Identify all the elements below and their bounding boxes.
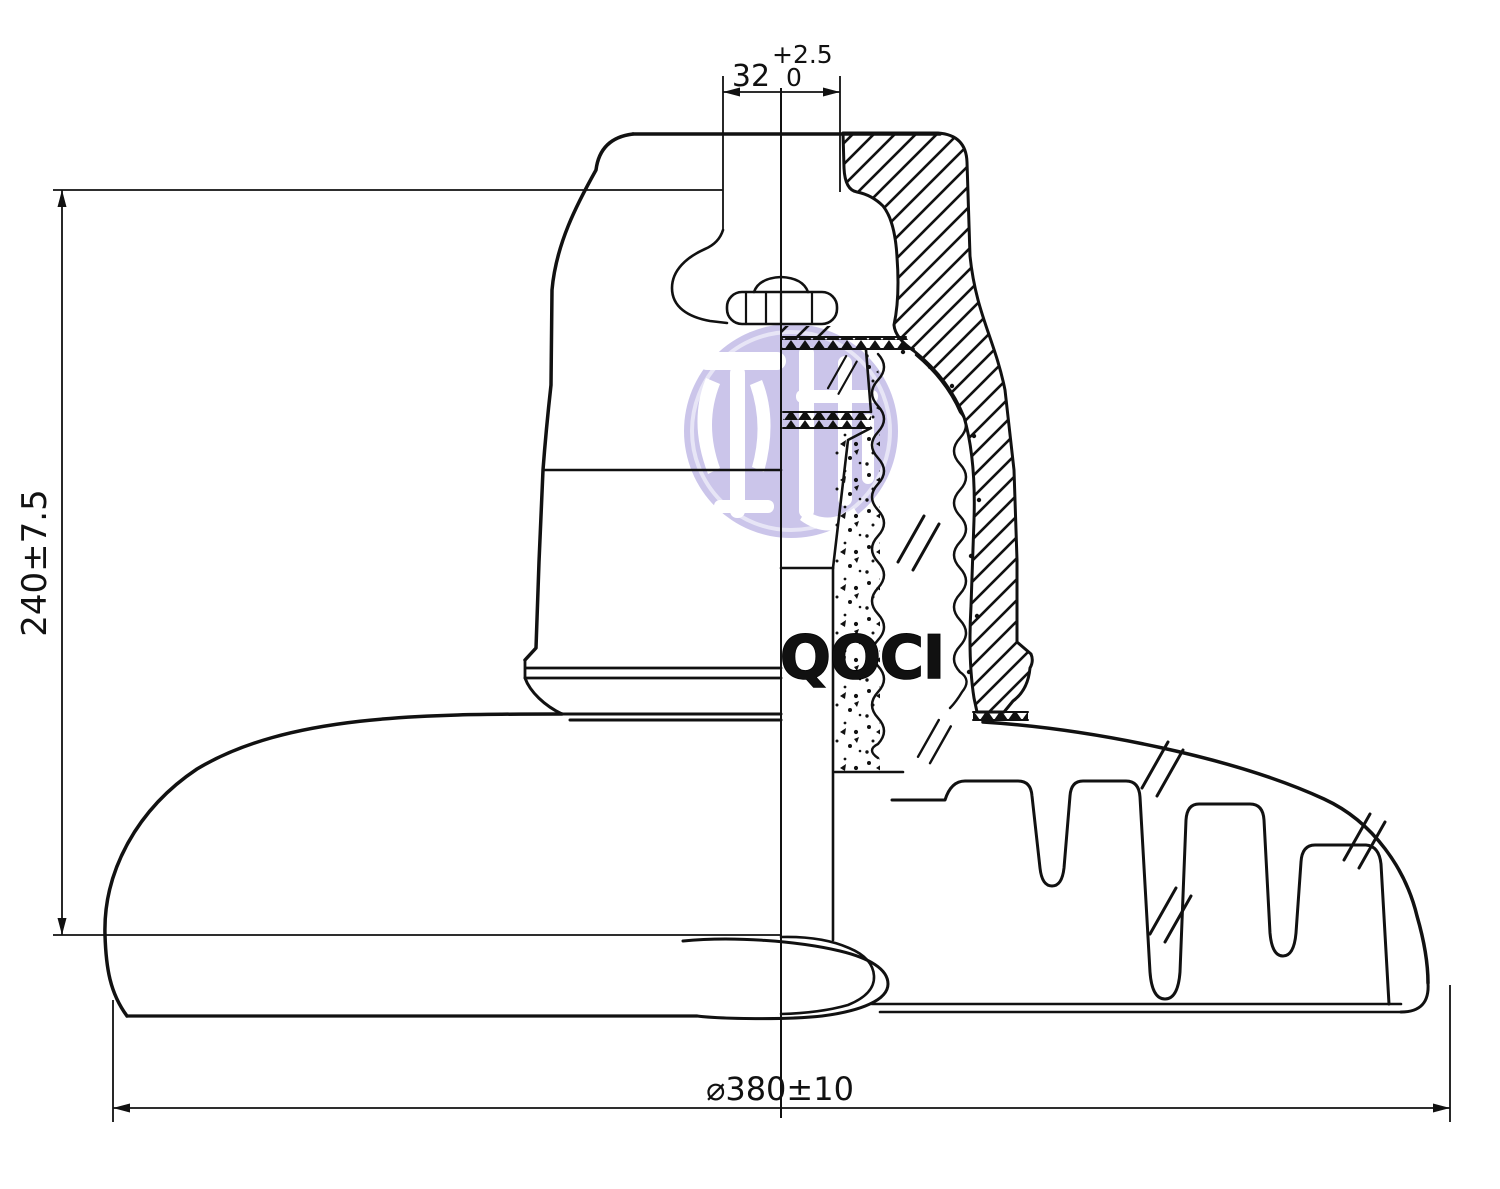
disc-dome-left bbox=[103, 712, 564, 937]
cap-flange-lines bbox=[523, 658, 783, 680]
cap-section bbox=[841, 131, 1034, 721]
dim-top-tol-lower: 0 bbox=[786, 63, 802, 92]
disc-crown-lines bbox=[560, 712, 783, 722]
dim-top-value: 32 bbox=[732, 59, 770, 94]
brand-text: QOCI bbox=[780, 623, 944, 693]
pin bbox=[779, 566, 905, 1016]
disc-rib-profile bbox=[890, 779, 1391, 1006]
cap-sand-band-edges bbox=[972, 711, 1029, 721]
dim-top-arrow-right bbox=[823, 87, 840, 97]
pin-sand-band bbox=[783, 412, 871, 428]
sanded-surface-inner bbox=[870, 352, 886, 760]
disc-bottom-lip bbox=[681, 937, 890, 1021]
pin-ball bbox=[779, 935, 876, 1016]
disc-left-corner bbox=[103, 933, 129, 1018]
dim-dia-arrow-left bbox=[113, 1103, 130, 1113]
dim-top-tol-upper: +2.5 bbox=[772, 40, 833, 69]
cap-profile-left bbox=[523, 132, 942, 716]
disc-bottom-right bbox=[870, 1002, 1403, 1014]
pin-sand-band-edges bbox=[782, 411, 872, 429]
socket-cavity-outline bbox=[670, 228, 729, 325]
cement-top-band-edges bbox=[780, 336, 915, 350]
cap-section-body bbox=[841, 131, 1034, 714]
cap-left-edge bbox=[523, 132, 635, 662]
disc-rim-corner bbox=[1399, 981, 1430, 1014]
dim-dia-arrow-right bbox=[1433, 1103, 1450, 1113]
lock-pin-segments bbox=[744, 290, 814, 326]
dimension-top bbox=[722, 76, 841, 230]
pin-head-edge bbox=[831, 348, 873, 570]
cap-sand-band bbox=[973, 712, 1028, 720]
dim-height-arrow-bottom bbox=[57, 918, 67, 935]
dim-diameter-value: ⌀380±10 bbox=[706, 1070, 854, 1108]
insulator-drawing bbox=[103, 131, 1430, 1021]
dimension-diameter bbox=[112, 985, 1451, 1122]
porcelain-disc bbox=[103, 354, 1430, 1021]
cement-top-band bbox=[781, 337, 914, 349]
dim-height-value: 240±7.5 bbox=[15, 489, 55, 636]
porcelain-head bbox=[831, 348, 968, 760]
dim-top-arrow-left bbox=[723, 87, 740, 97]
dimension-height bbox=[53, 189, 781, 936]
sanded-surface-outer bbox=[914, 353, 968, 710]
disc-dome-right bbox=[981, 720, 1430, 985]
cap-foot bbox=[523, 676, 564, 716]
dim-height-arrow-top bbox=[57, 190, 67, 207]
